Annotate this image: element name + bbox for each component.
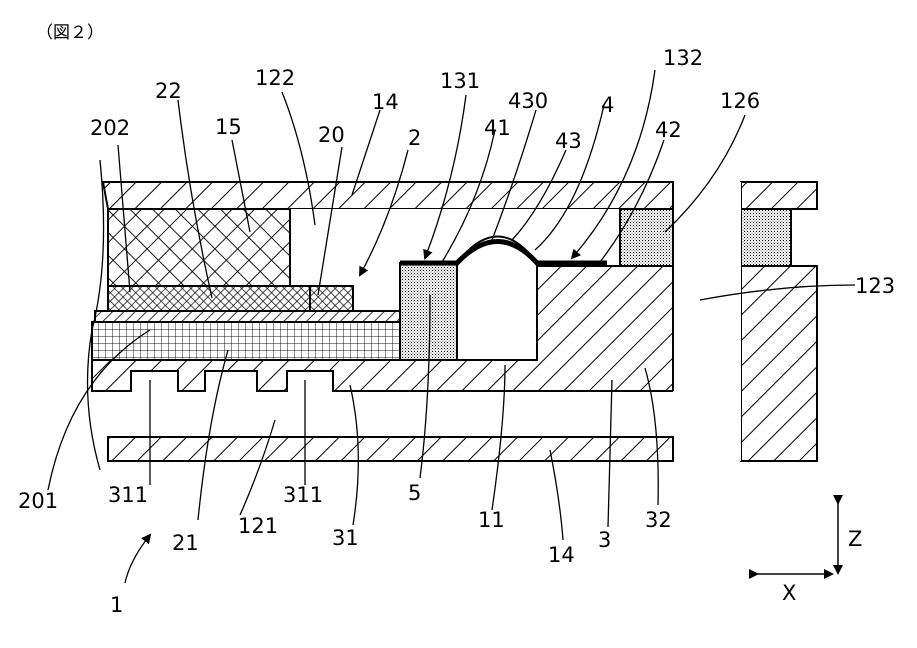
label-126: 126 [720, 89, 760, 113]
label-131: 131 [440, 69, 480, 93]
label-32: 32 [645, 508, 672, 532]
right-column-lower [741, 266, 817, 461]
layer-22 [108, 286, 353, 311]
label-42: 42 [655, 118, 682, 142]
right-column-top [741, 182, 817, 209]
label-121: 121 [238, 514, 278, 538]
label-15: 15 [215, 115, 242, 139]
label-22: 22 [155, 79, 182, 103]
label-4: 4 [601, 93, 614, 117]
label-122: 122 [255, 66, 295, 90]
label-31: 31 [332, 526, 359, 550]
label-2: 2 [408, 126, 421, 150]
member-42 [620, 209, 673, 266]
block-15 [108, 209, 290, 286]
axis-indicator: Z X [757, 503, 862, 605]
label-21: 21 [172, 531, 199, 555]
label-430: 430 [508, 89, 548, 113]
label-20: 20 [318, 123, 345, 147]
right-column-dotted [741, 209, 791, 266]
figure-caption: （図２） [36, 23, 104, 43]
label-311-right: 311 [283, 483, 323, 507]
label-201: 201 [18, 489, 58, 513]
label-123: 123 [855, 274, 895, 298]
label-14-top: 14 [372, 90, 399, 114]
axis-x-label: X [782, 581, 796, 605]
label-1: 1 [110, 593, 123, 617]
label-11: 11 [478, 508, 505, 532]
label-3: 3 [598, 528, 611, 552]
label-41: 41 [484, 116, 511, 140]
label-132: 132 [663, 46, 703, 70]
element-5 [400, 263, 457, 360]
label-5: 5 [408, 481, 421, 505]
label-43: 43 [555, 129, 582, 153]
space-123 [673, 182, 741, 461]
axis-z-label: Z [848, 527, 862, 551]
label-311-left: 311 [108, 483, 148, 507]
label-202: 202 [90, 116, 130, 140]
label-14-bottom: 14 [548, 543, 575, 567]
bottom-cover-14 [108, 437, 673, 461]
